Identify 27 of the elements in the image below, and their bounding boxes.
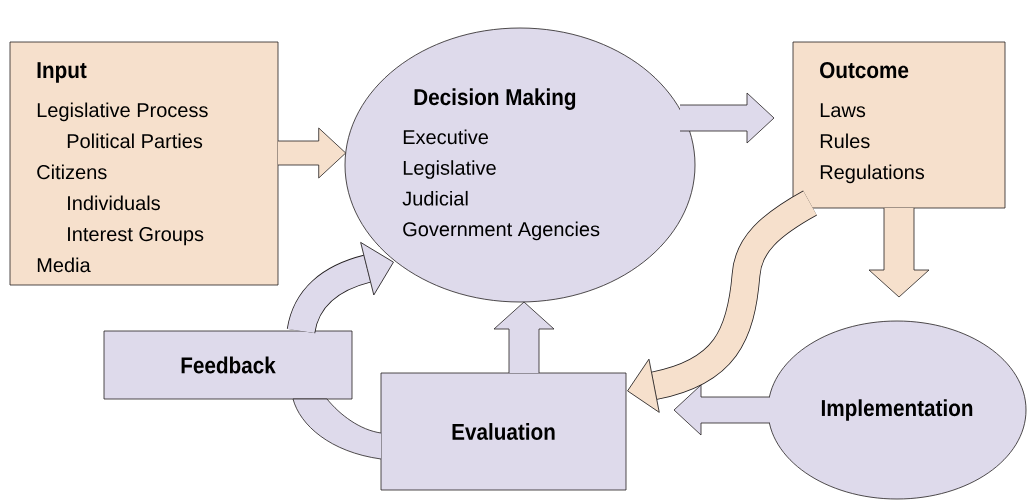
curved-band xyxy=(292,398,382,460)
heading: Decision Making xyxy=(414,88,576,110)
list-item: Judicial xyxy=(402,190,468,206)
block-arrow xyxy=(673,384,771,436)
list-item: Laws xyxy=(820,103,866,118)
block-arrow xyxy=(277,127,347,179)
curved-arrow xyxy=(627,190,818,413)
list-item: Individuals xyxy=(68,195,160,211)
heading: Feedback xyxy=(181,356,276,374)
list-item: Executive xyxy=(403,129,488,145)
block-arrow xyxy=(493,301,555,374)
heading: Implementation xyxy=(821,399,973,421)
heading: Outcome xyxy=(820,61,909,79)
list-item: Citizens xyxy=(37,164,107,180)
block-arrow xyxy=(868,207,930,298)
list-item: Regulations xyxy=(820,164,925,184)
list-item: Interest Groups xyxy=(68,227,204,246)
curved-arrow xyxy=(287,242,394,334)
list-item: Political Parties xyxy=(67,133,203,149)
list-item: Legislative xyxy=(403,160,496,179)
list-item: Government Agencies xyxy=(403,221,600,241)
list-item: Legislative Process xyxy=(37,102,208,122)
list-item: Rules xyxy=(820,133,870,149)
heading: Evaluation xyxy=(452,423,555,440)
list-item: Media xyxy=(37,257,91,273)
block-arrow xyxy=(679,92,775,144)
heading: Input xyxy=(37,62,87,83)
